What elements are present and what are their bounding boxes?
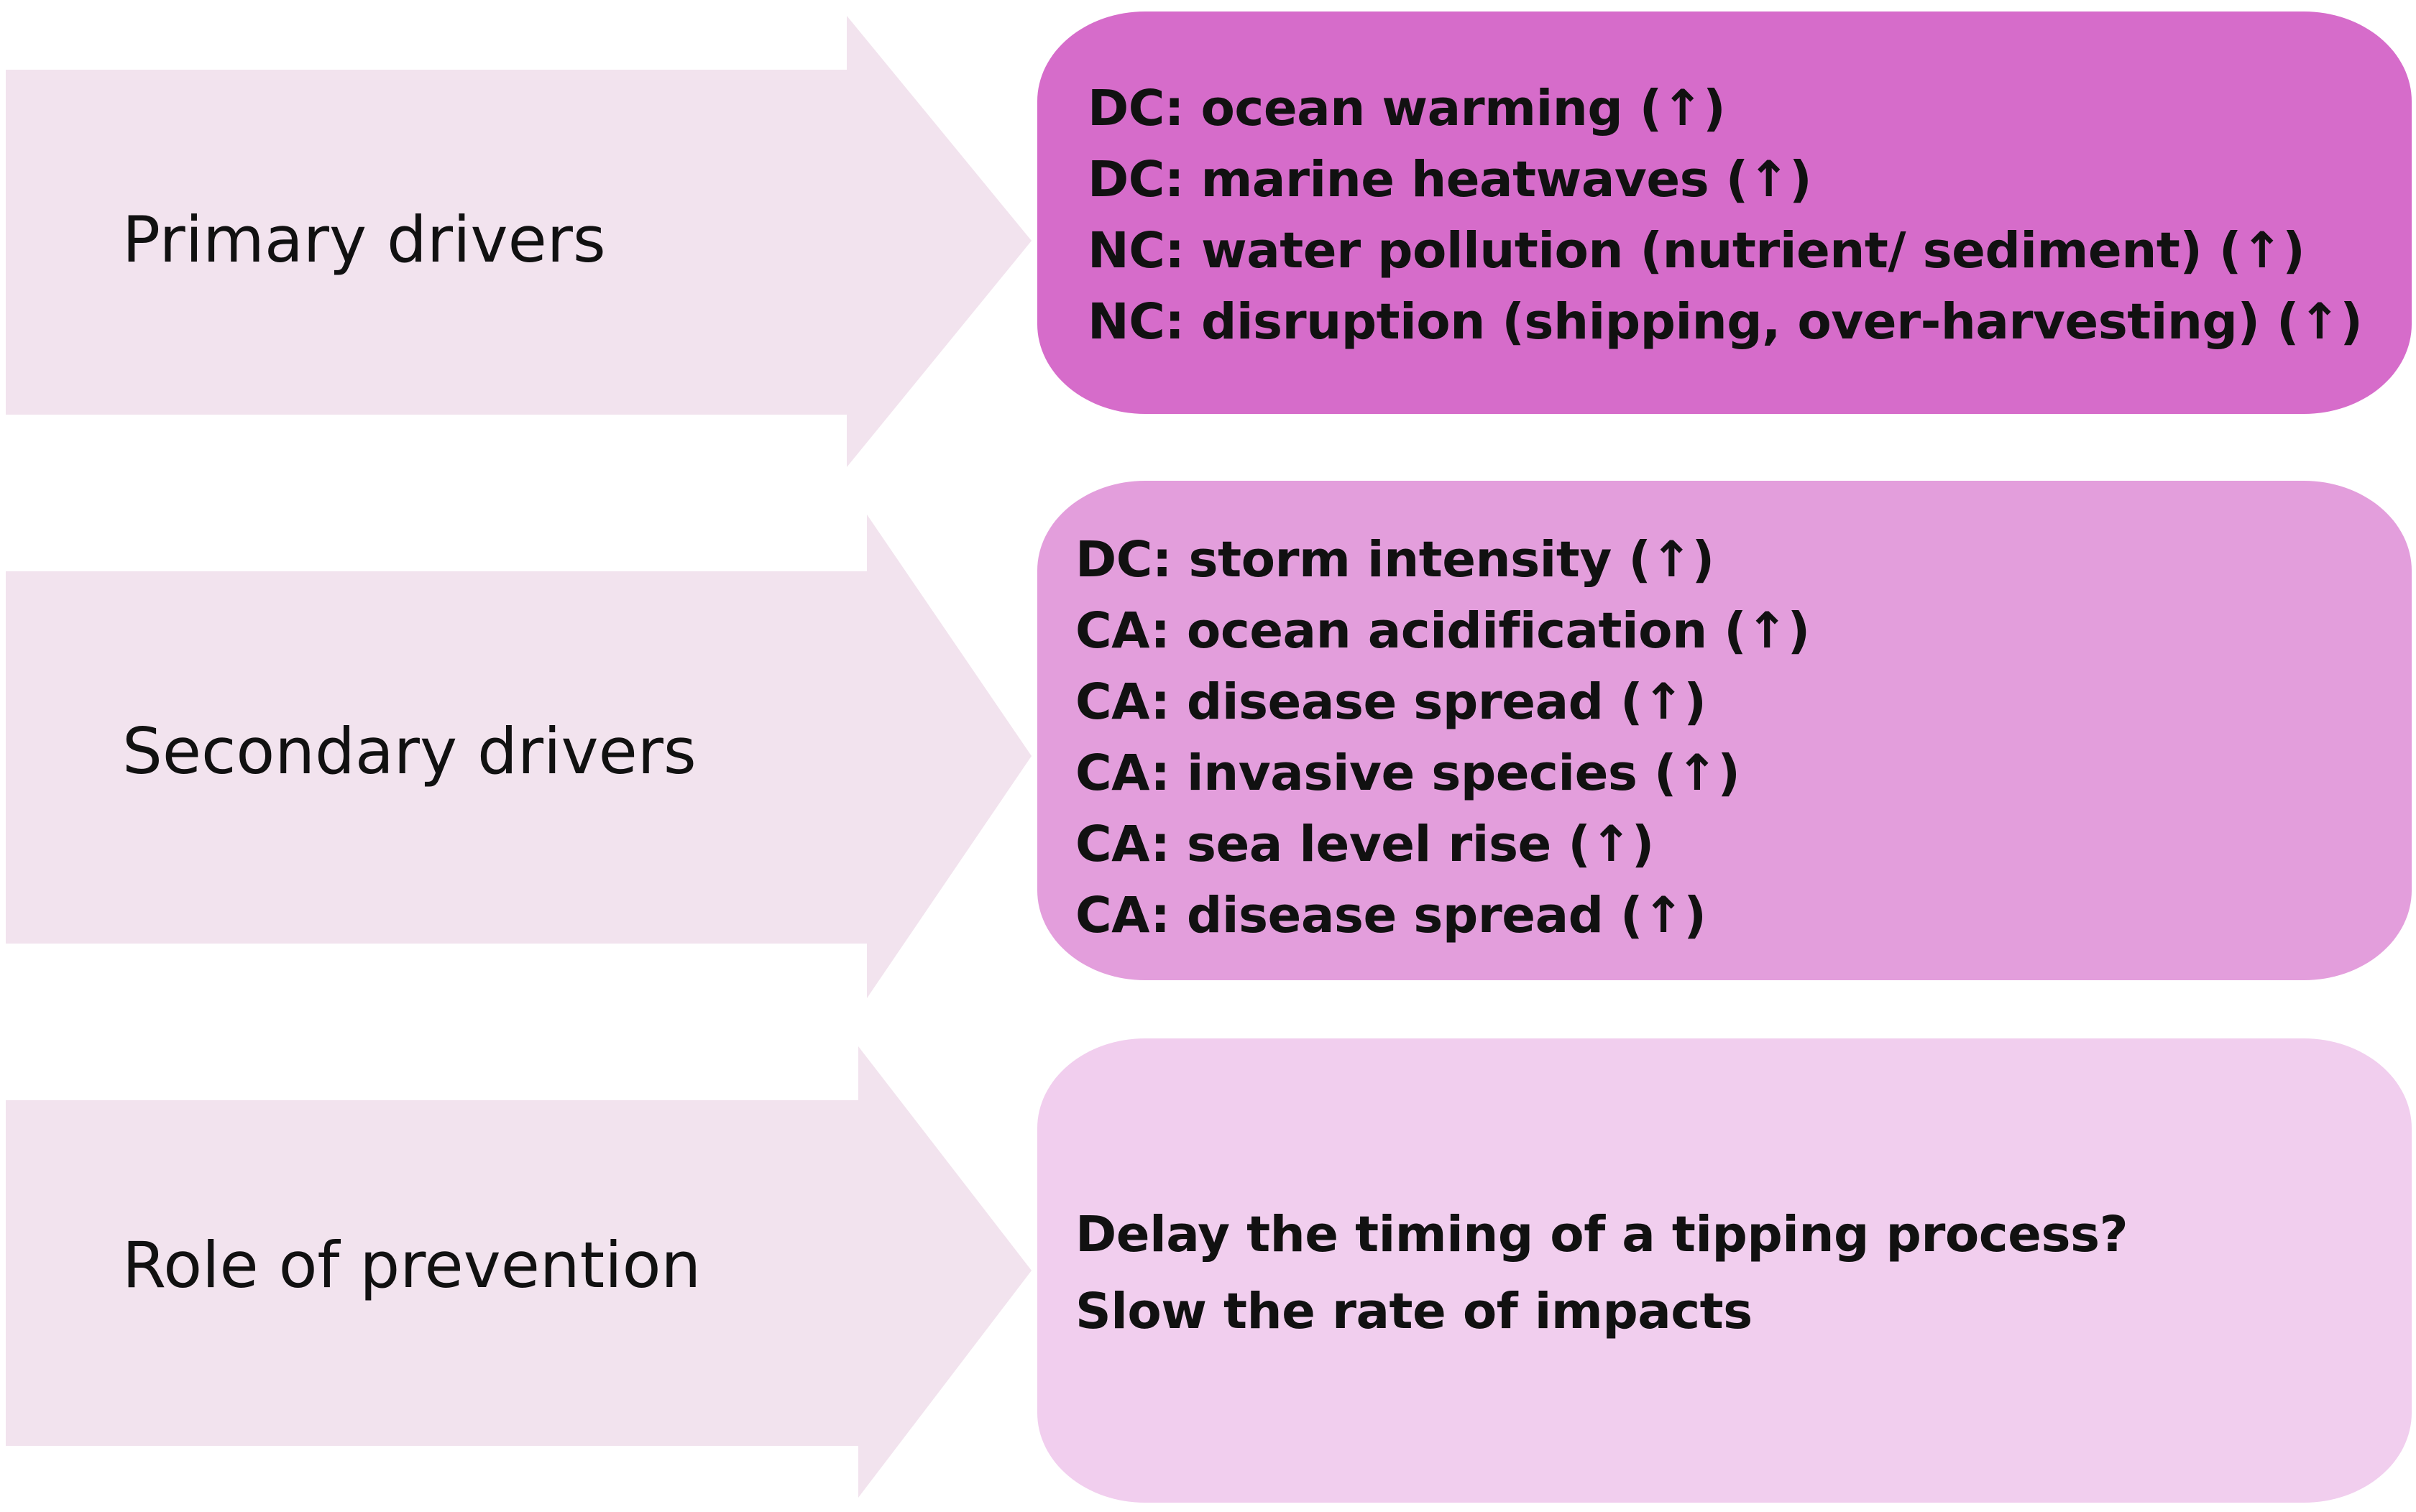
list-item: CA: disease spread (↑) — [1075, 673, 1707, 731]
secondary-arrow — [6, 515, 1032, 998]
role-of-prevention-label: Role of prevention — [122, 1228, 702, 1302]
secondary-drivers-box: DC: storm intensity (↑) CA: ocean acidif… — [1037, 481, 2412, 980]
primary-drivers-box: DC: ocean warming (↑) DC: marine heatwav… — [1037, 11, 2412, 414]
role-of-prevention-box: Delay the timing of a tipping process? S… — [1037, 1038, 2412, 1503]
list-item: CA: invasive species (↑) — [1075, 745, 1740, 802]
secondary-drivers-list: DC: storm intensity (↑) CA: ocean acidif… — [1075, 525, 2412, 951]
list-item: CA: sea level rise (↑) — [1075, 816, 1654, 873]
list-item: DC: marine heatwaves (↑) — [1088, 151, 1812, 208]
primary-arrow — [6, 16, 1032, 467]
role-of-prevention-list: Delay the timing of a tipping process? S… — [1075, 1197, 2412, 1350]
list-item: NC: water pollution (nutrient/ sediment)… — [1088, 222, 2305, 280]
list-item: NC: disruption (shipping, over-harvestin… — [1088, 293, 2363, 351]
list-item: DC: storm intensity (↑) — [1075, 531, 1714, 589]
prevention-arrow — [6, 1046, 1032, 1498]
list-item: Delay the timing of a tipping process? — [1075, 1206, 2128, 1263]
list-item: CA: ocean acidification (↑) — [1075, 602, 1810, 660]
primary-drivers-label: Primary drivers — [122, 203, 606, 277]
list-item: DC: ocean warming (↑) — [1088, 80, 1726, 137]
primary-drivers-list: DC: ocean warming (↑) DC: marine heatwav… — [1088, 73, 2412, 358]
list-item: CA: disease spread (↑) — [1075, 887, 1707, 944]
list-item: Slow the rate of impacts — [1075, 1283, 1753, 1340]
secondary-drivers-label: Secondary drivers — [122, 714, 697, 788]
